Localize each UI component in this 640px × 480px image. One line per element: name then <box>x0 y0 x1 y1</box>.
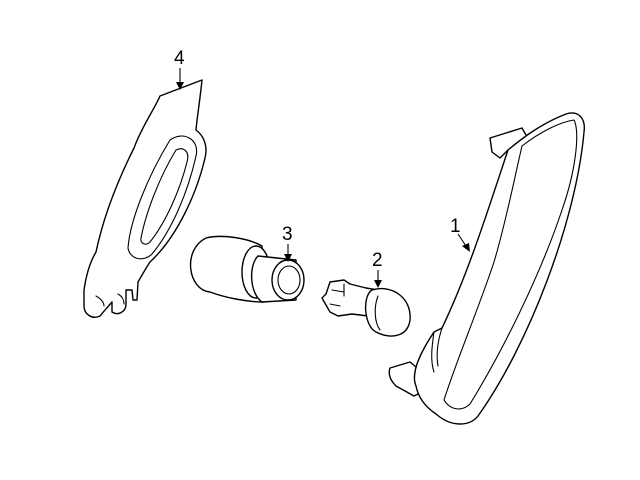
callout-1: 1 <box>450 216 461 237</box>
callout-4: 4 <box>174 48 185 69</box>
part-2-bulb <box>321 279 411 337</box>
callout-leaders <box>176 68 470 288</box>
callout-3: 3 <box>282 224 293 245</box>
part-3-socket <box>190 235 305 303</box>
part-4-bracket <box>83 79 207 318</box>
callout-2: 2 <box>372 250 383 271</box>
part-1-lens <box>388 112 585 425</box>
